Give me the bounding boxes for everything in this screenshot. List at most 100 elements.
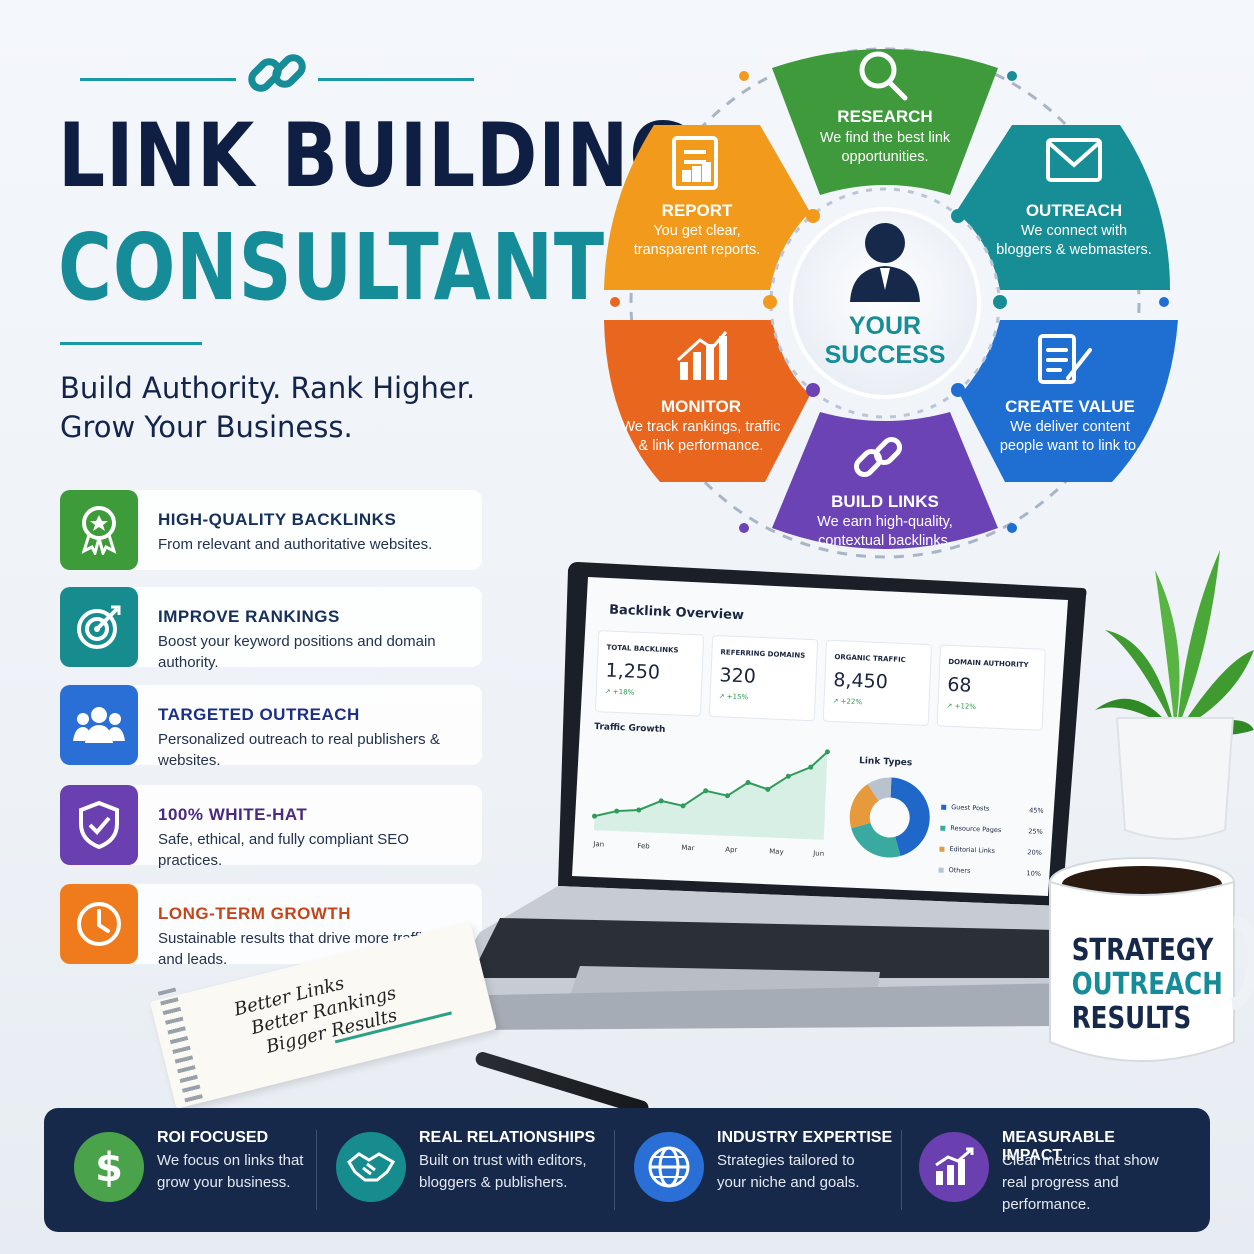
stat-change: ↗ +15% bbox=[718, 692, 749, 702]
center-circle bbox=[789, 207, 981, 399]
feature-title: 100% WHITE-HAT bbox=[158, 805, 308, 824]
benefit-desc: Strategies tailored to your niche and go… bbox=[717, 1152, 860, 1191]
mug-line1: STRATEGY bbox=[1071, 933, 1214, 968]
stat-value: 320 bbox=[719, 664, 757, 688]
feature-desc: Sustainable results that drive more traf… bbox=[158, 930, 430, 968]
center-label-line2: SUCCESS bbox=[824, 341, 946, 369]
stat-label: TOTAL BACKLINKS bbox=[606, 643, 679, 655]
stat-label: ORGANIC TRAFFIC bbox=[834, 653, 906, 665]
benefit-item: INDUSTRY EXPERTISE Strategies tailored to… bbox=[634, 1108, 894, 1232]
traffic-line bbox=[594, 751, 829, 818]
link-types-title: Link Types bbox=[858, 756, 913, 769]
stat-change: ↗ +12% bbox=[946, 701, 977, 712]
header-rule-left bbox=[80, 78, 236, 81]
segment-research bbox=[772, 49, 998, 195]
pen bbox=[473, 1050, 651, 1117]
target-icon bbox=[60, 587, 138, 667]
header-rule-right bbox=[318, 78, 474, 81]
feature-card: 100% WHITE-HAT Safe, ethical, and fully c… bbox=[60, 785, 482, 869]
x-tick-label: Jun bbox=[812, 849, 824, 857]
donut-slice bbox=[867, 777, 892, 801]
feature-title: IMPROVE RANKINGS bbox=[158, 607, 340, 626]
segment-build-links bbox=[772, 412, 998, 549]
page-title-line1: LINK BUILDING bbox=[58, 104, 691, 207]
title-underline bbox=[60, 342, 202, 345]
bottom-divider bbox=[614, 1130, 615, 1210]
coffee-mug bbox=[1049, 857, 1254, 1062]
bottom-divider bbox=[316, 1130, 317, 1210]
dashboard-title: Backlink Overview bbox=[608, 602, 745, 624]
segment-outreach bbox=[956, 125, 1170, 290]
legend-pct: 25% bbox=[1028, 827, 1043, 836]
benefit-title: MEASURABLE IMPACT bbox=[1002, 1129, 1115, 1164]
legend-pct: 10% bbox=[1026, 869, 1042, 878]
benefit-desc: We focus on links that grow your busines… bbox=[157, 1152, 304, 1191]
segment-create-value-desc: We deliver content people want to link t… bbox=[999, 419, 1141, 454]
traffic-point bbox=[824, 749, 830, 755]
globe-icon bbox=[634, 1132, 704, 1202]
segment-monitor-desc: We track rankings, traffic & link perfor… bbox=[621, 419, 781, 454]
process-cycle-diagram bbox=[604, 47, 1178, 559]
legend-swatch bbox=[938, 867, 944, 873]
segment-outreach-desc: We connect with bloggers & webmasters. bbox=[996, 223, 1152, 258]
legend-name: Others bbox=[948, 866, 971, 875]
person-icon bbox=[850, 223, 920, 302]
stat-card: DOMAIN AUTHORITY 68 ↗ +12% bbox=[936, 644, 1046, 731]
traffic-point bbox=[636, 807, 642, 813]
traffic-point bbox=[592, 813, 598, 819]
segment-create-value bbox=[960, 320, 1178, 482]
benefit-title: INDUSTRY EXPERTISE bbox=[717, 1129, 893, 1146]
traffic-point bbox=[785, 773, 791, 779]
stat-value: 8,450 bbox=[832, 669, 889, 694]
stat-label: DOMAIN AUTHORITY bbox=[948, 657, 1029, 670]
traffic-point bbox=[614, 808, 620, 814]
document-edit-icon bbox=[1038, 334, 1092, 384]
svg-text:$: $ bbox=[95, 1145, 123, 1189]
legend-name: Resource Pages bbox=[950, 824, 1002, 835]
segment-outreach-title: OUTREACH bbox=[1025, 201, 1123, 220]
donut-slice bbox=[849, 784, 879, 829]
link-types-donut bbox=[849, 777, 930, 858]
feature-desc: Safe, ethical, and fully compliant SEO p… bbox=[158, 831, 409, 869]
legend-pct: 45% bbox=[1028, 806, 1044, 815]
donut-slice bbox=[851, 822, 901, 858]
tagline-line1: Build Authority. Rank Higher. bbox=[60, 371, 476, 405]
shield-check-icon bbox=[60, 785, 138, 865]
mug-line3: RESULTS bbox=[1071, 1001, 1192, 1036]
feature-desc: Personalized outreach to real publishers… bbox=[158, 731, 440, 769]
x-tick-label: Mar bbox=[681, 844, 695, 853]
chain-link-icon bbox=[248, 54, 306, 92]
traffic-point bbox=[658, 798, 664, 804]
segment-research-title: RESEARCH bbox=[837, 107, 933, 126]
chain-link-icon bbox=[853, 436, 903, 478]
feature-card: HIGH-QUALITY BACKLINKS From relevant and … bbox=[60, 490, 482, 570]
potted-plant bbox=[1095, 550, 1254, 840]
segment-report bbox=[604, 125, 810, 290]
benefit-desc: Clear metrics that show real progress an… bbox=[1002, 1152, 1159, 1213]
legend-swatch bbox=[941, 804, 947, 810]
outer-dashed-ring bbox=[629, 47, 1141, 559]
segment-build-links-desc: We earn high-quality, contextual backlin… bbox=[817, 514, 953, 549]
traffic-point bbox=[808, 764, 814, 770]
legend-item: Others 10% bbox=[938, 866, 1046, 881]
bar-chart-icon bbox=[919, 1132, 989, 1202]
center-label: YOUR SUCCESS bbox=[805, 312, 965, 370]
stat-value: 68 bbox=[946, 673, 972, 697]
stat-label: REFERRING DOMAINS bbox=[720, 648, 806, 660]
stat-change: ↗ +18% bbox=[604, 687, 635, 697]
handshake-icon bbox=[336, 1132, 406, 1202]
segment-report-desc: You get clear, transparent reports. bbox=[633, 223, 761, 258]
users-group-icon bbox=[60, 685, 138, 765]
mug-line2: OUTREACH bbox=[1071, 967, 1223, 1002]
feature-desc: From relevant and authoritative websites… bbox=[158, 536, 433, 553]
segment-report-title: REPORT bbox=[661, 201, 733, 220]
feature-title: HIGH-QUALITY BACKLINKS bbox=[158, 510, 397, 529]
